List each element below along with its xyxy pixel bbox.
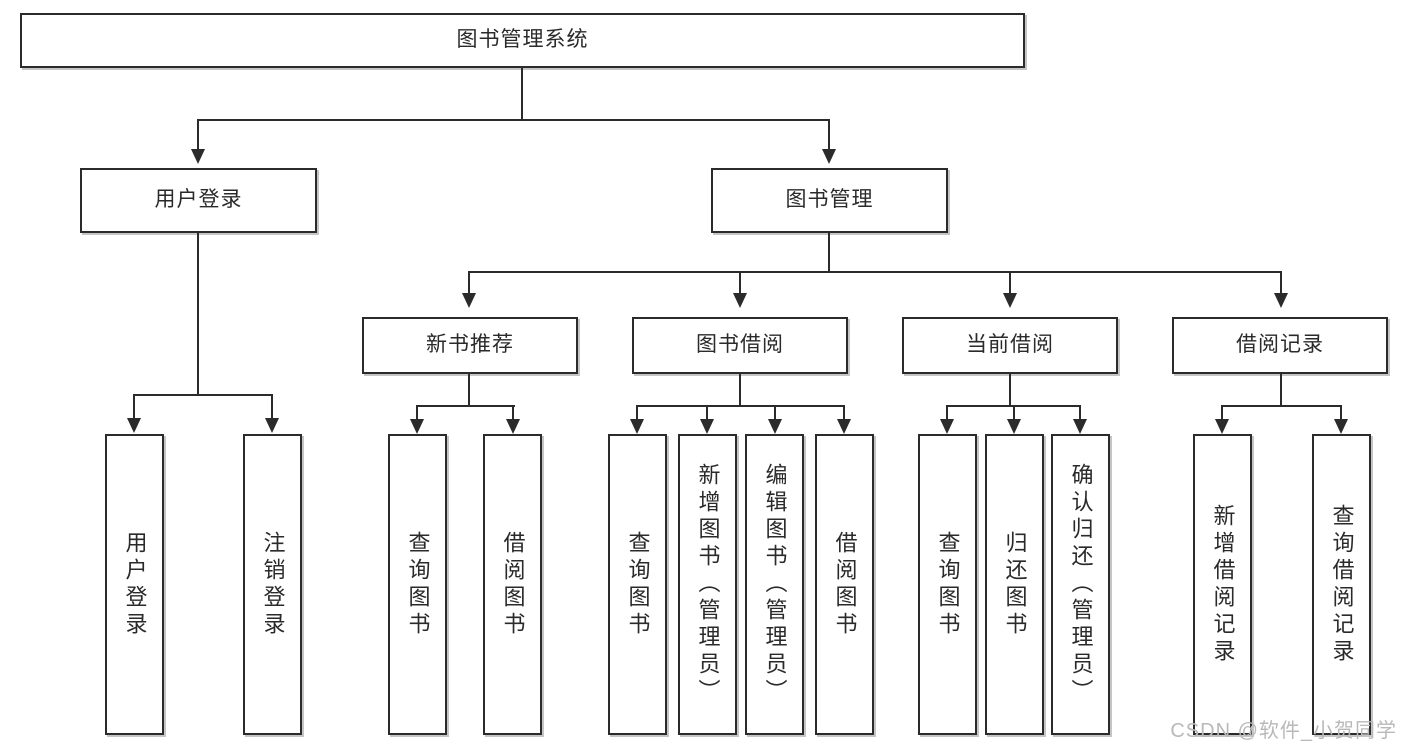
node-label: 图书借阅 (696, 333, 784, 357)
node-label: 图书管理系统 (456, 28, 589, 52)
leaf-edit-book-admin[interactable]: 编辑图书（管理员） (745, 434, 804, 735)
connector-bookmgmt-bus (468, 271, 1282, 274)
arrowhead-bookmgmt-to-newbooks (462, 293, 476, 308)
connector-borrow-stem (739, 374, 742, 406)
leaf-query-book-current[interactable]: 查询图书 (918, 434, 977, 735)
node-user-login[interactable]: 用户登录 (80, 168, 317, 233)
arrowhead-borrow-to-leaf-1 (630, 419, 644, 434)
arrowhead-root-to-login (191, 149, 205, 164)
node-label: 查询图书 (625, 530, 651, 639)
leaf-query-borrow-record[interactable]: 查询借阅记录 (1312, 434, 1371, 735)
arrowhead-current-to-leaf-2 (1007, 419, 1021, 434)
connector-bookmgmt-to-records (1280, 271, 1283, 293)
connector-borrow-to-leaf-2 (706, 405, 709, 419)
node-label: 查询借阅记录 (1329, 503, 1355, 666)
connector-borrow-to-leaf-3 (774, 405, 777, 419)
arrowhead-newbooks-to-leaf-1 (410, 419, 424, 434)
connector-root-bus (197, 119, 830, 122)
connector-newbooks-stem (468, 374, 471, 406)
connector-records-to-leaf-2 (1340, 405, 1343, 419)
node-borrow-records[interactable]: 借阅记录 (1172, 317, 1388, 374)
arrowhead-root-to-bookmgmt (822, 149, 836, 164)
arrowhead-bookmgmt-to-records (1274, 293, 1288, 308)
node-label: 归还图书 (1002, 530, 1028, 639)
arrowhead-login-to-leaf-2 (265, 418, 279, 433)
connector-bookmgmt-to-borrow (739, 271, 742, 293)
node-root[interactable]: 图书管理系统 (20, 13, 1025, 68)
node-label: 新书推荐 (426, 333, 514, 357)
node-label: 用户登录 (122, 530, 148, 639)
arrowhead-borrow-to-leaf-2 (700, 419, 714, 434)
connector-login-to-leaf-1 (133, 394, 136, 418)
connector-borrow-to-leaf-4 (843, 405, 846, 419)
node-label: 注销登录 (260, 530, 286, 639)
node-book-management[interactable]: 图书管理 (711, 168, 948, 233)
connector-current-to-leaf-2 (1013, 405, 1016, 419)
arrowhead-bookmgmt-to-current (1003, 293, 1017, 308)
connector-login-bus (133, 394, 273, 397)
node-label: 编辑图书（管理员） (762, 463, 788, 706)
node-label: 新增图书（管理员） (695, 463, 721, 706)
node-label: 借阅图书 (500, 530, 526, 639)
connector-newbooks-bus (416, 405, 515, 408)
leaf-borrow-book[interactable]: 借阅图书 (815, 434, 874, 735)
connector-borrow-bus (636, 405, 844, 408)
connector-records-bus (1221, 405, 1341, 408)
connector-root-to-login (197, 119, 200, 149)
node-label: 查询图书 (405, 530, 431, 639)
leaf-add-borrow-record[interactable]: 新增借阅记录 (1193, 434, 1252, 735)
leaf-confirm-return-admin[interactable]: 确认归还（管理员） (1051, 434, 1110, 735)
connector-newbooks-to-leaf-2 (512, 405, 515, 419)
connector-borrow-to-leaf-1 (636, 405, 639, 419)
connector-login-to-leaf-2 (271, 394, 274, 418)
connector-records-to-leaf-1 (1221, 405, 1224, 419)
node-label: 借阅记录 (1236, 333, 1324, 357)
node-new-book-recommend[interactable]: 新书推荐 (362, 317, 578, 374)
arrowhead-newbooks-to-leaf-2 (506, 419, 520, 434)
node-book-borrow[interactable]: 图书借阅 (632, 317, 848, 374)
arrowhead-login-to-leaf-1 (127, 418, 141, 433)
connector-records-stem (1280, 374, 1283, 406)
connector-newbooks-to-leaf-1 (416, 405, 419, 419)
leaf-logout[interactable]: 注销登录 (243, 434, 302, 735)
arrowhead-records-to-leaf-1 (1215, 419, 1229, 434)
connector-bookmgmt-to-current (1009, 271, 1012, 293)
arrowhead-current-to-leaf-3 (1073, 419, 1087, 434)
node-current-borrow[interactable]: 当前借阅 (902, 317, 1118, 374)
connector-bookmgmt-to-newbooks (468, 271, 471, 293)
arrowhead-current-to-leaf-1 (940, 419, 954, 434)
node-label: 新增借阅记录 (1210, 503, 1236, 666)
node-label: 用户登录 (154, 188, 243, 212)
node-label: 图书管理 (785, 188, 874, 212)
arrowhead-borrow-to-leaf-4 (837, 419, 851, 434)
arrowhead-bookmgmt-to-borrow (733, 293, 747, 308)
node-label: 查询图书 (935, 530, 961, 639)
leaf-query-book-borrow[interactable]: 查询图书 (608, 434, 667, 735)
node-label: 确认归还（管理员） (1068, 463, 1094, 706)
connector-current-stem (1009, 374, 1012, 406)
arrowhead-records-to-leaf-2 (1334, 419, 1348, 434)
connector-current-to-leaf-3 (1079, 405, 1082, 419)
connector-root-to-bookmgmt (828, 119, 831, 149)
connector-current-to-leaf-1 (946, 405, 949, 419)
leaf-return-book[interactable]: 归还图书 (985, 434, 1044, 735)
connector-login-stem (197, 233, 200, 395)
node-label: 当前借阅 (966, 333, 1054, 357)
leaf-user-login[interactable]: 用户登录 (105, 434, 164, 735)
leaf-borrow-book-recommend[interactable]: 借阅图书 (483, 434, 542, 735)
connector-root-stem (521, 68, 524, 120)
arrowhead-borrow-to-leaf-3 (768, 419, 782, 434)
connector-bookmgmt-stem (828, 233, 831, 272)
leaf-add-book-admin[interactable]: 新增图书（管理员） (678, 434, 737, 735)
leaf-query-book-recommend[interactable]: 查询图书 (388, 434, 447, 735)
node-label: 借阅图书 (832, 530, 858, 639)
